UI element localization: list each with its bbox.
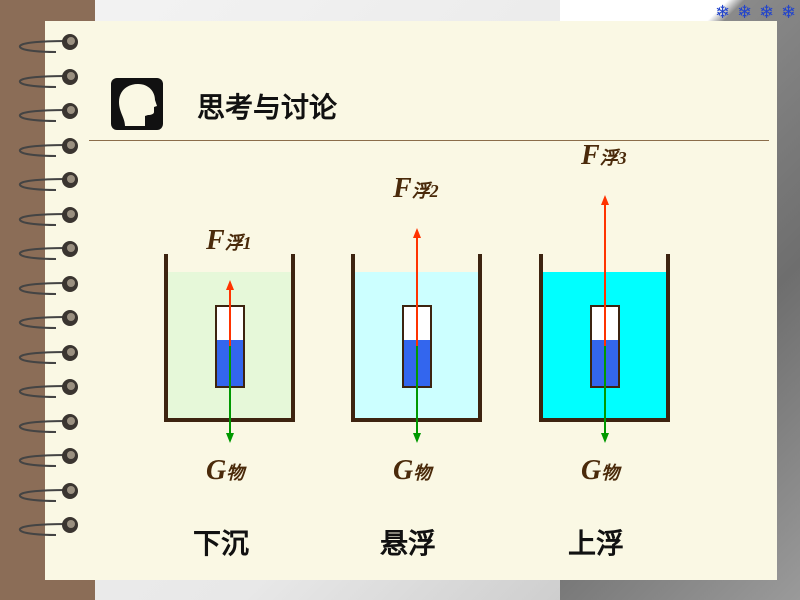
beaker-2 xyxy=(351,228,482,443)
gravity-arrowhead xyxy=(413,433,421,443)
binding-ring xyxy=(18,172,78,191)
binding-ring xyxy=(18,68,78,88)
beaker-3 xyxy=(539,195,670,443)
gravity-label: G物 xyxy=(581,455,620,486)
binding-ring xyxy=(18,379,78,398)
snowflake-icon: ❄ xyxy=(737,2,753,23)
binding-ring xyxy=(18,482,78,502)
binding-ring xyxy=(18,206,78,226)
buoyancy-label: F浮2 xyxy=(393,173,439,204)
buoyancy-arrowhead xyxy=(226,280,234,290)
binding-ring xyxy=(18,517,78,536)
beaker-1 xyxy=(164,254,295,443)
buoyancy-arrowhead xyxy=(601,195,609,205)
gravity-arrowhead xyxy=(601,433,609,443)
state-label: 悬浮 xyxy=(380,527,437,560)
snowflake-icon: ❄ xyxy=(781,2,797,23)
binding-ring xyxy=(18,448,78,467)
binding-ring xyxy=(18,34,78,53)
binding-ring xyxy=(18,413,78,433)
binding-ring xyxy=(18,310,78,329)
thinking-head-icon xyxy=(111,78,163,130)
gravity-label: G物 xyxy=(206,455,245,486)
state-label: 下沉 xyxy=(193,527,250,560)
page-title: 思考与讨论 xyxy=(197,91,338,124)
gravity-arrowhead xyxy=(226,433,234,443)
snowflake-icon: ❄ xyxy=(759,2,775,23)
snowflake-icon: ❄ xyxy=(715,2,731,23)
binding-ring xyxy=(18,103,78,122)
buoyancy-arrowhead xyxy=(413,228,421,238)
binding-ring xyxy=(18,241,78,260)
buoyancy-label: F浮1 xyxy=(206,225,252,256)
binding-ring xyxy=(18,344,78,364)
binding-ring xyxy=(18,137,78,157)
divider xyxy=(89,140,769,141)
state-label: 上浮 xyxy=(568,527,625,560)
buoyancy-label: F浮3 xyxy=(581,140,627,171)
gravity-label: G物 xyxy=(393,455,432,486)
binding-ring xyxy=(18,275,78,295)
